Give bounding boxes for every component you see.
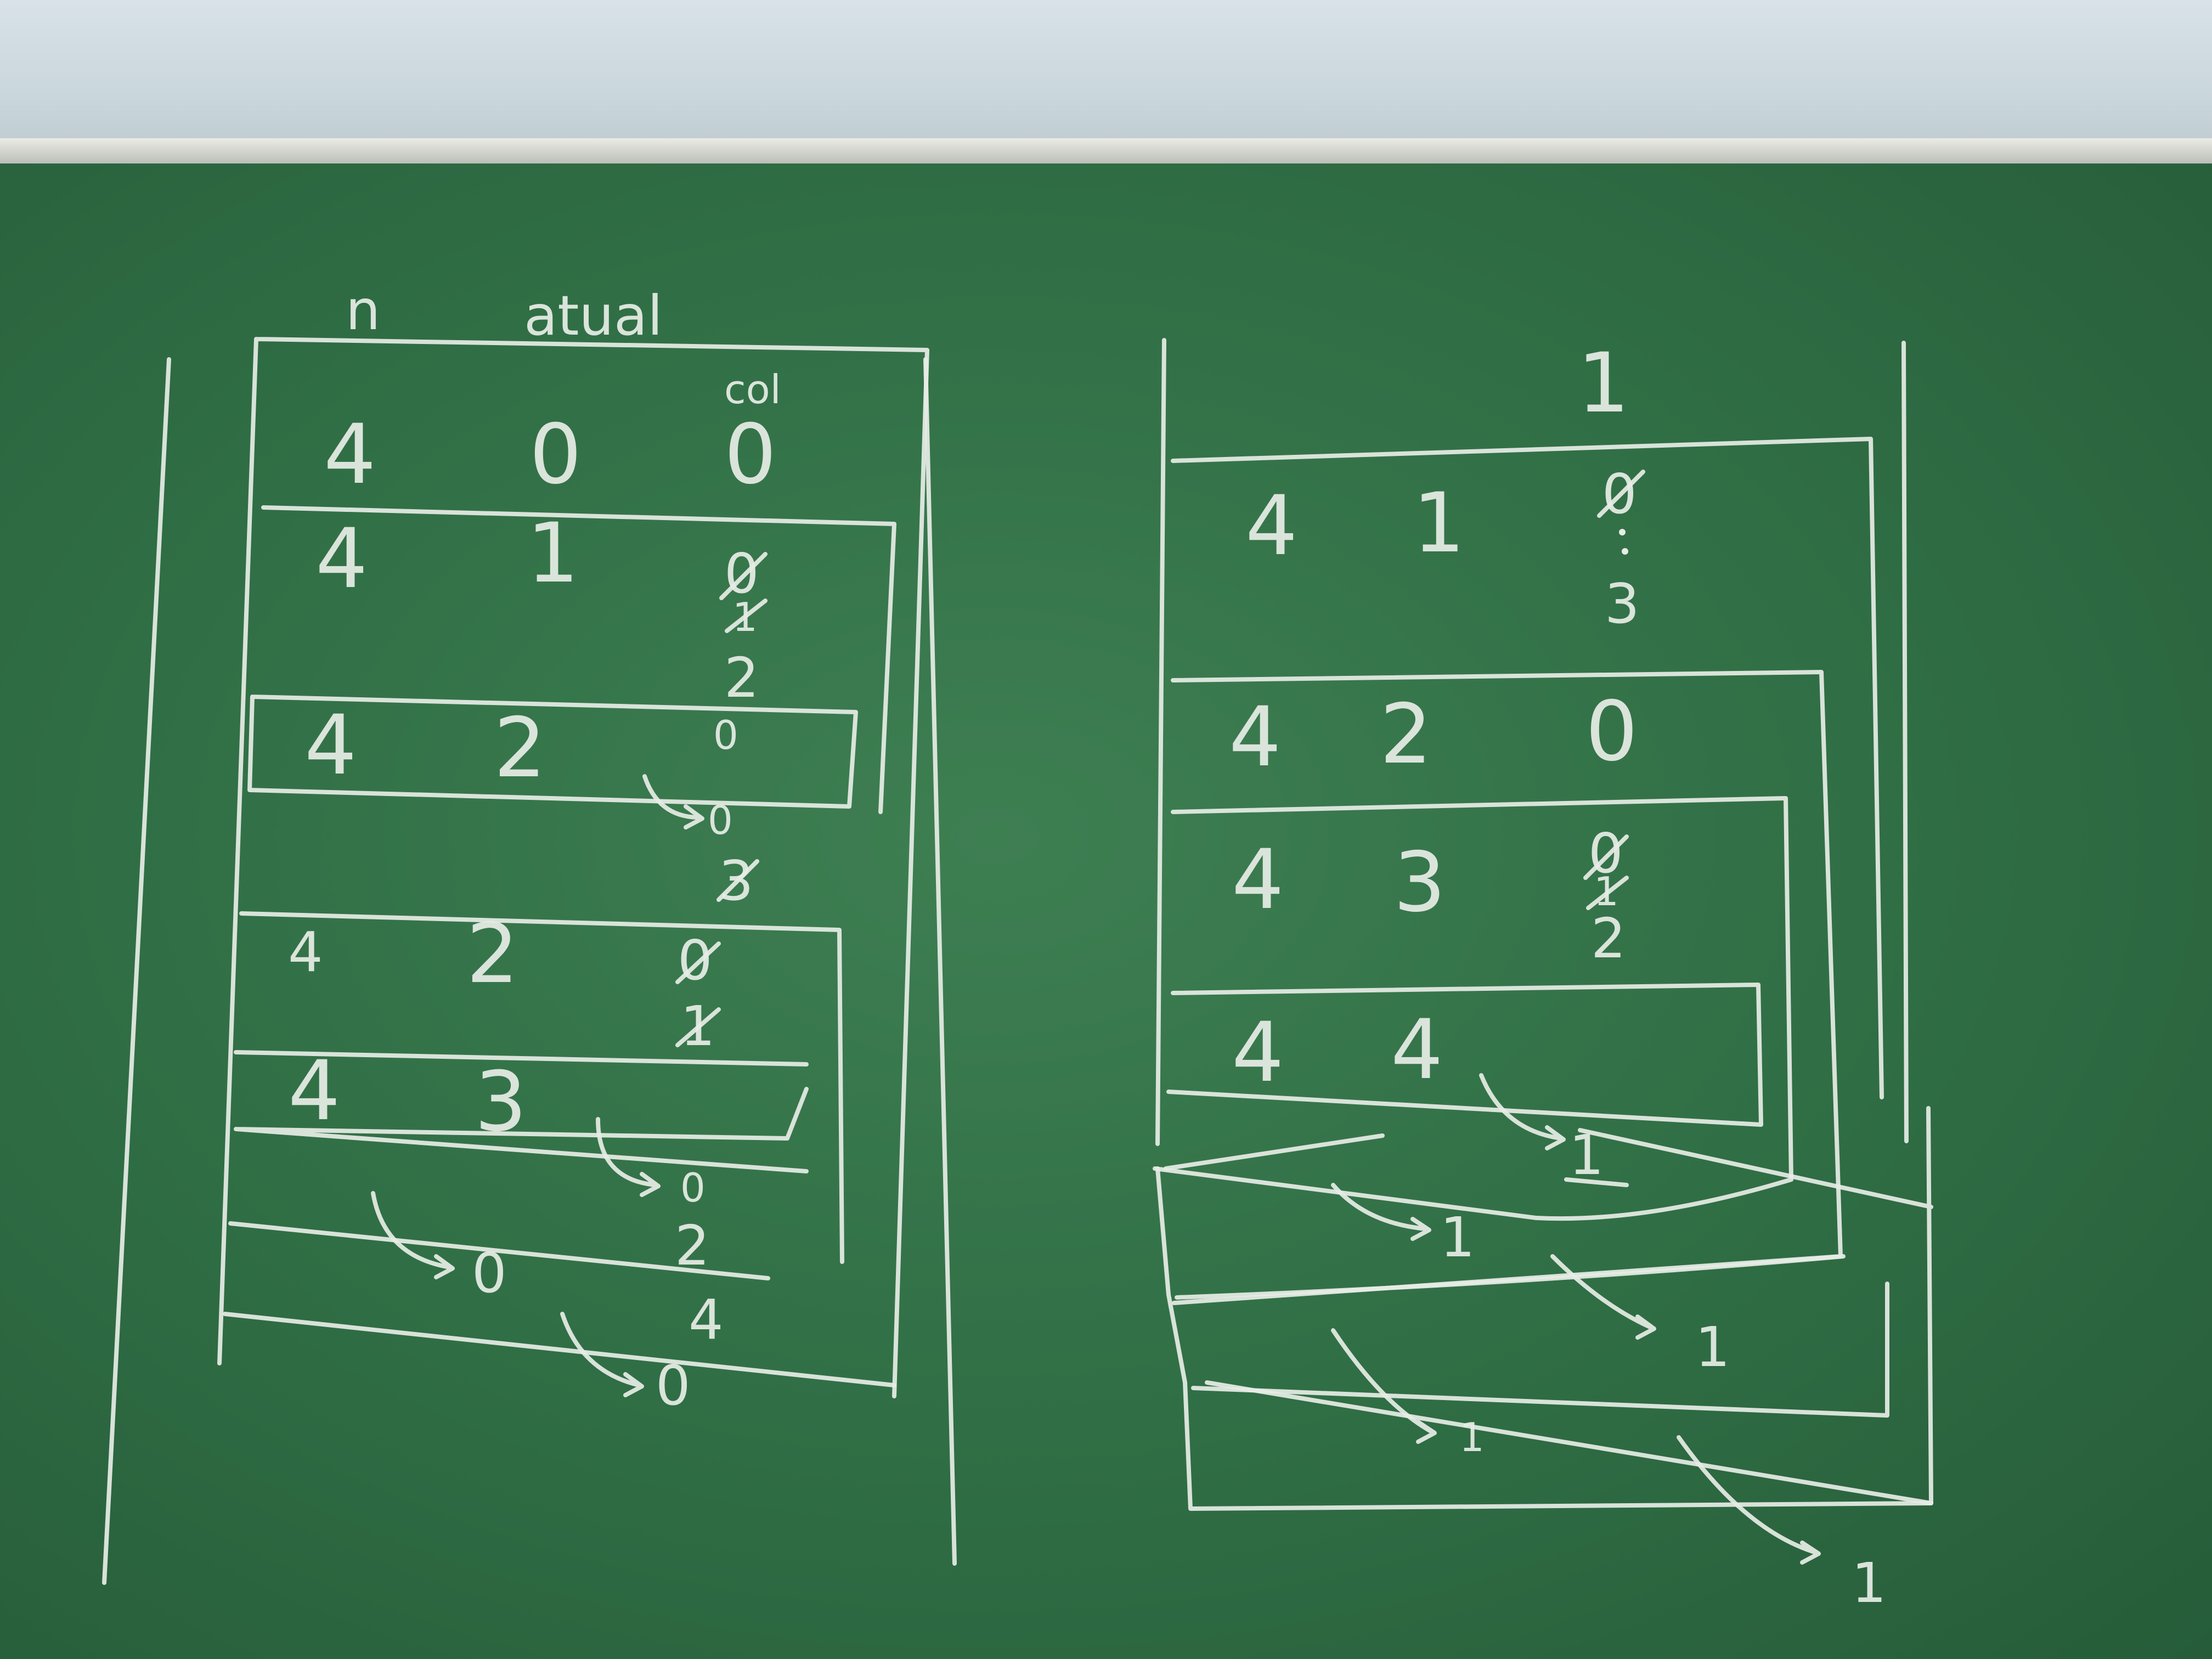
left-outer-wall-left — [102, 357, 171, 1585]
right-outer-wall-right — [1901, 341, 1909, 1143]
left-r3-n: 4 — [304, 698, 357, 793]
right-r2-atual: 2 — [1380, 687, 1432, 782]
left-r2-col-c: 2 — [724, 646, 759, 710]
arrow-right-ret-b — [1550, 1254, 1656, 1340]
right-r3-col-a: 0 — [1588, 821, 1623, 885]
header-n: n — [346, 278, 380, 342]
left-bottom-ret-b: 0 — [656, 1353, 691, 1418]
left-bottom-ret-a: 0 — [472, 1241, 507, 1305]
left-r1-atual: 0 — [529, 407, 582, 503]
right-r3-n: 4 — [1232, 832, 1284, 928]
arrow-left-r5 — [596, 1117, 661, 1197]
arrow-right-ret-d — [1677, 1435, 1821, 1565]
strike-left-r2-a — [719, 552, 768, 600]
dot-1 — [1619, 529, 1626, 535]
left-r4-atual: 2 — [466, 906, 518, 1002]
left-base-line — [223, 1312, 896, 1387]
right-top-value: 1 — [1577, 336, 1629, 431]
left-frame-1 — [217, 337, 929, 1398]
right-frame-3 — [1153, 796, 1793, 1221]
arrow-right-r4 — [1479, 1073, 1566, 1150]
right-frame-4 — [1166, 983, 1763, 1127]
right-r4-ret: 1 — [1569, 1123, 1604, 1187]
right-r3-col-c: 2 — [1591, 906, 1626, 970]
arrow-left-r3 — [642, 774, 704, 830]
right-r1-atual: 1 — [1413, 476, 1465, 571]
right-r2-col: 0 — [1585, 684, 1638, 780]
right-stack: 1 4 1 0 3 4 2 0 4 3 0 1 — [1153, 336, 1933, 1615]
left-r3-col: 0 — [713, 712, 738, 758]
right-r4-atual: 4 — [1391, 1002, 1443, 1098]
left-r2-atual: 1 — [527, 506, 579, 601]
right-r3-atual: 3 — [1393, 835, 1446, 930]
arrow-right-ret-c — [1331, 1328, 1437, 1444]
left-r3-atual: 2 — [494, 701, 546, 796]
right-frame-6 — [1175, 1254, 1889, 1418]
arrow-left-bottom-a — [371, 1191, 455, 1279]
right-r2-n: 4 — [1229, 690, 1281, 785]
dot-2 — [1622, 548, 1628, 555]
strike-right-r3-a — [1583, 834, 1629, 880]
left-frame-5 — [228, 1087, 809, 1280]
strike-left-r4-a — [675, 941, 721, 984]
underline-right-r4-ret — [1564, 1177, 1629, 1187]
left-r5-atual: 3 — [475, 1054, 527, 1150]
header-atual: atual — [524, 284, 663, 348]
left-r4-n: 4 — [288, 920, 323, 984]
left-r2-n: 4 — [315, 511, 368, 607]
right-r1-col-b: 3 — [1605, 572, 1640, 636]
right-r1-n: 4 — [1245, 478, 1297, 574]
right-outer-wall-left — [1155, 338, 1166, 1146]
strike-left-mid — [716, 859, 759, 902]
left-r5-n: 4 — [288, 1043, 340, 1139]
left-bottom-c4: 4 — [689, 1288, 724, 1352]
left-r5-ret: 0 — [680, 1165, 706, 1211]
strike-left-r4-b — [675, 1007, 721, 1047]
left-r1-n: 4 — [324, 407, 376, 503]
left-frame-3 — [247, 695, 858, 809]
arrow-right-ret-a — [1331, 1183, 1431, 1241]
strike-right-r1-a — [1597, 470, 1645, 518]
right-ret-b: 1 — [1695, 1315, 1730, 1379]
wall — [0, 0, 2212, 165]
right-ret-a: 1 — [1440, 1205, 1475, 1269]
left-r1-col: 0 — [724, 407, 776, 503]
right-frame-1 — [1164, 437, 1933, 1505]
right-frame-5 — [1155, 1166, 1933, 1511]
right-ret-d: 1 — [1852, 1551, 1887, 1615]
strike-right-r3-b — [1586, 876, 1629, 910]
strike-left-r2-b — [725, 599, 768, 633]
left-stack: n atual col 4 0 0 4 1 0 1 2 4 2 0 0 3 — [102, 278, 957, 1585]
left-frame-2 — [261, 505, 896, 814]
left-frame-4 — [234, 911, 844, 1264]
left-r4-col-a: 0 — [678, 928, 713, 992]
chalkboard — [0, 163, 2212, 1659]
left-outer-wall-right — [923, 357, 957, 1566]
board-top-rail — [0, 138, 2212, 165]
right-ret-c: 1 — [1459, 1414, 1485, 1460]
header-col: col — [724, 366, 781, 413]
left-bottom-c2: 2 — [675, 1214, 710, 1278]
left-r2-col-a: 0 — [724, 541, 759, 606]
arrow-left-bottom-b — [560, 1312, 644, 1397]
right-r4-n: 4 — [1232, 1005, 1284, 1101]
left-r3-ret: 0 — [708, 797, 733, 843]
